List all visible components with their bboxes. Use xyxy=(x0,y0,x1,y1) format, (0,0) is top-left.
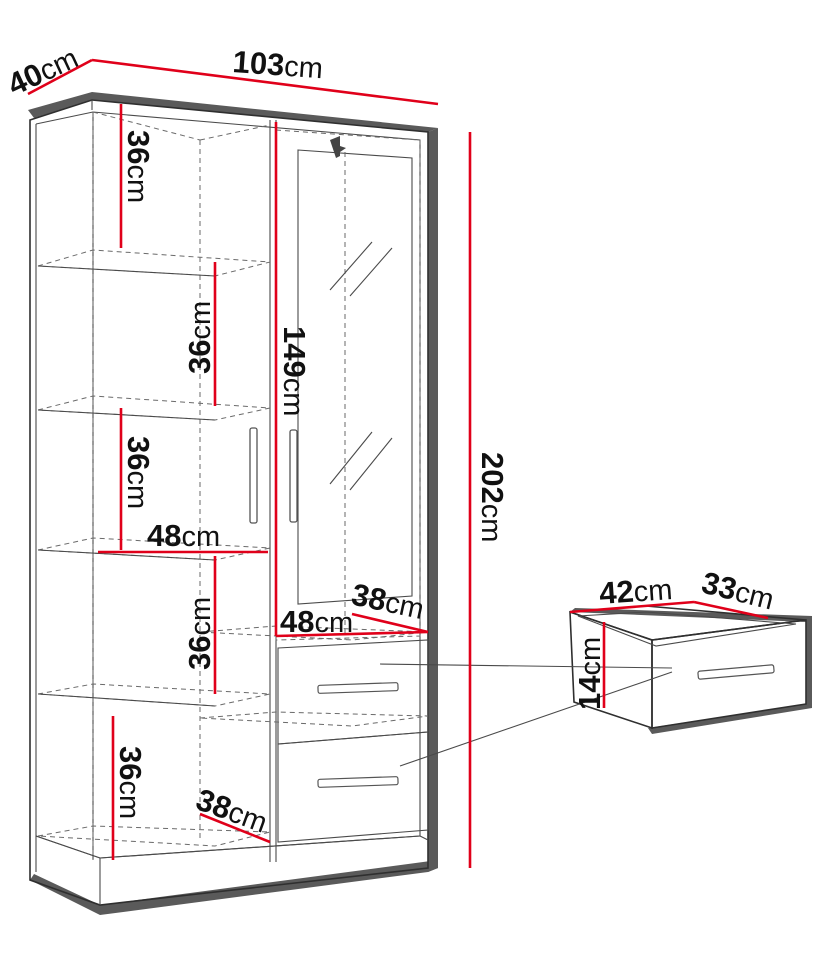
label-shelf-3: 36cm xyxy=(121,436,156,509)
dimension-lines xyxy=(27,58,769,868)
svg-text:36cm: 36cm xyxy=(121,436,156,509)
svg-text:103cm: 103cm xyxy=(232,44,325,85)
svg-text:36cm: 36cm xyxy=(182,301,217,374)
svg-text:48cm: 48cm xyxy=(280,604,353,639)
label-drawer-width: 42cm xyxy=(598,571,673,611)
label-glass-door-height: 149cm xyxy=(277,326,312,416)
svg-text:202cm: 202cm xyxy=(475,452,510,542)
callout-line-bottom xyxy=(399,671,673,767)
label-drawer-depth: 33cm xyxy=(698,565,777,617)
label-width: 103cm xyxy=(232,44,325,85)
callout-line-top xyxy=(379,663,673,669)
left-shelves xyxy=(37,249,271,847)
door-handle-right xyxy=(289,429,298,523)
svg-text:38cm: 38cm xyxy=(349,577,428,626)
label-bottom-depth: 38cm xyxy=(192,782,273,840)
label-depth: 40cm xyxy=(2,40,83,103)
drawer-handle-bottom xyxy=(317,776,399,788)
label-height: 202cm xyxy=(475,452,510,542)
lock-icon xyxy=(330,136,346,158)
svg-text:33cm: 33cm xyxy=(698,565,777,617)
left-door xyxy=(92,111,271,860)
drawer-section xyxy=(199,625,429,843)
svg-text:36cm: 36cm xyxy=(182,597,217,670)
svg-text:42cm: 42cm xyxy=(598,571,673,611)
svg-text:40cm: 40cm xyxy=(2,40,83,103)
svg-text:38cm: 38cm xyxy=(192,782,273,840)
door-handle-left xyxy=(249,427,258,524)
label-shelf-4: 36cm xyxy=(182,597,217,670)
svg-text:149cm: 149cm xyxy=(277,326,312,416)
svg-text:14cm: 14cm xyxy=(572,637,607,710)
label-right-shelf-depth: 38cm xyxy=(349,577,428,626)
label-left-shelf-width: 48cm xyxy=(147,518,220,553)
drawer-detail-handle xyxy=(697,664,775,680)
svg-text:36cm: 36cm xyxy=(121,130,156,203)
drawer-handle-top xyxy=(317,682,399,694)
svg-text:48cm: 48cm xyxy=(147,518,220,553)
label-shelf-5: 36cm xyxy=(113,746,148,819)
label-shelf-2: 36cm xyxy=(182,301,217,374)
svg-text:36cm: 36cm xyxy=(113,746,148,819)
label-drawer-height: 14cm xyxy=(572,637,607,710)
label-shelf-1: 36cm xyxy=(121,130,156,203)
label-right-shelf-width: 48cm xyxy=(280,604,353,639)
